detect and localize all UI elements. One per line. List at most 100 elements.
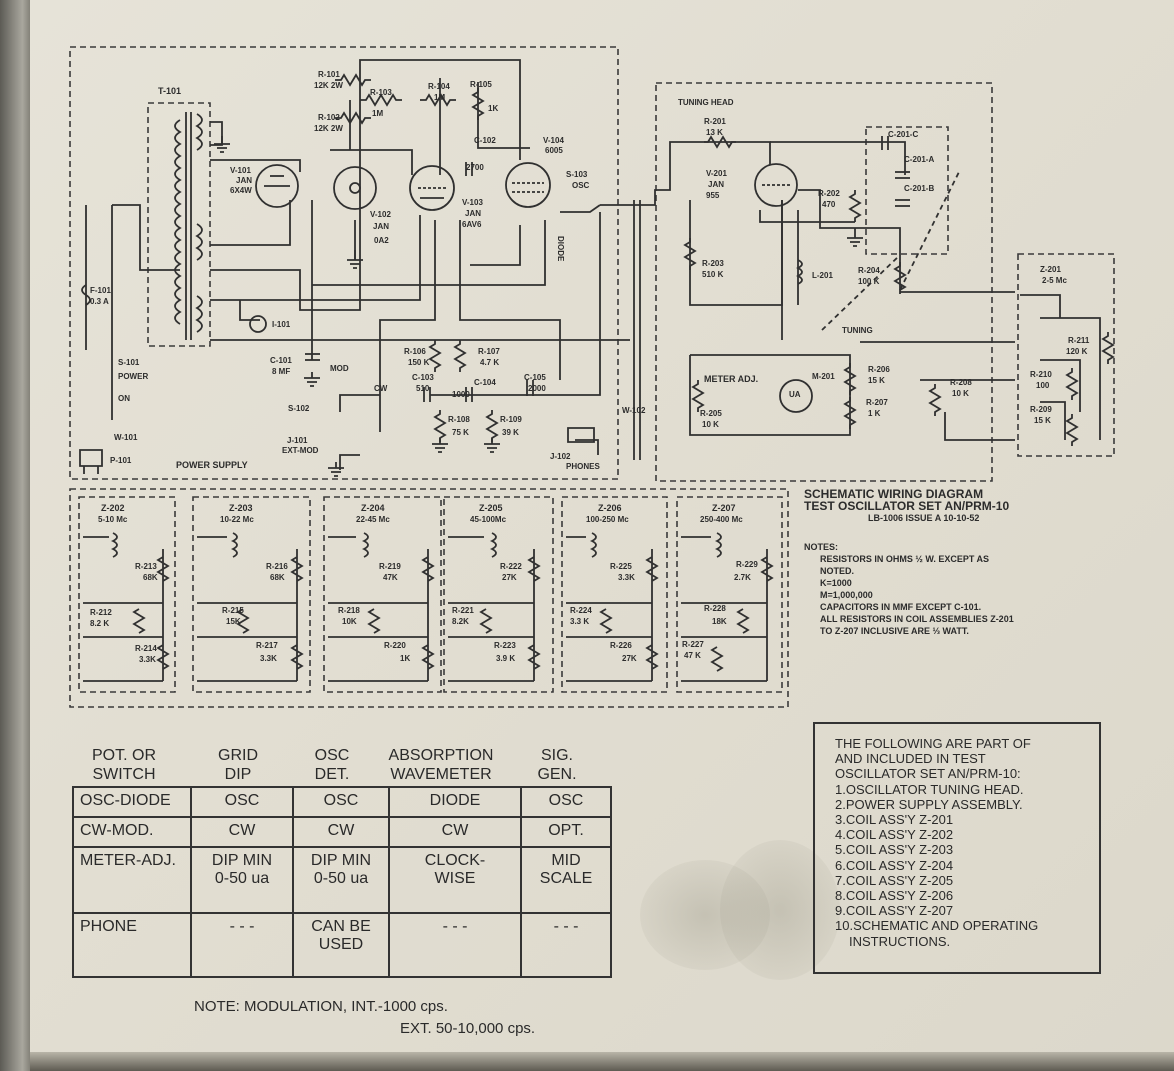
label-v101: V-101 <box>230 166 251 175</box>
label-c102: C-102 <box>474 136 496 145</box>
plug-p101 <box>79 449 103 474</box>
resistor-label: R-212 <box>90 608 112 617</box>
label-r101: R-101 <box>318 70 340 79</box>
parts-item: 1.OSCILLATOR TUNING HEAD. <box>835 781 1024 797</box>
label-c101-value: 8 MF <box>272 367 291 376</box>
table-row: PHONE - - - CAN BE USED - - - - - - <box>72 912 612 978</box>
coil-assemblies-enclosure <box>69 488 789 708</box>
label-r205: R-205 <box>700 409 722 418</box>
resistor-label: R-218 <box>338 606 360 615</box>
header-osc-det: OSC DET. <box>284 746 380 784</box>
header-line: GRID <box>218 747 258 764</box>
resistor-label: R-219 <box>379 562 401 571</box>
notes-block: NOTES: RESISTORS IN OHMS ½ W. EXCEPT AS … <box>804 541 1104 637</box>
label-c102-value: 2700 <box>466 163 484 172</box>
plate-bottom-edge <box>30 1052 1174 1071</box>
table-cell: OSC <box>190 786 294 818</box>
title-line-2: TEST OSCILLATOR SET AN/PRM-10 <box>804 499 1010 513</box>
label-z201-range: 2-5 Mc <box>1042 276 1067 285</box>
meter-face-ua: UA <box>789 390 801 399</box>
label-c105-value: 2000 <box>528 384 546 393</box>
header-line: DET. <box>314 766 350 783</box>
parts-intro-line: AND INCLUDED IN TEST <box>835 751 986 767</box>
table-cell: PHONE <box>72 912 192 978</box>
label-r211: R-211 <box>1068 336 1090 345</box>
table-cell: DIP MIN 0-50 ua <box>292 846 390 914</box>
tube-v103 <box>409 165 455 211</box>
stain <box>720 840 840 980</box>
coil-name: Z-204 <box>361 503 385 513</box>
label-r202: R-202 <box>818 189 840 198</box>
label-v102-type: 0A2 <box>374 236 389 245</box>
label-osc: OSC <box>572 181 590 190</box>
table-cell: OPT. <box>520 816 612 848</box>
notes-line: TO Z-207 INCLUSIVE ARE ⅓ WATT. <box>820 626 969 636</box>
label-r104: R-104 <box>428 82 450 91</box>
label-r205-value: 10 K <box>702 420 719 429</box>
label-power: POWER <box>118 372 149 381</box>
label-c104: C-104 <box>474 378 496 387</box>
label-r203-value: 510 K <box>702 270 724 279</box>
table-cell: - - - <box>388 912 522 978</box>
coil-assembly-wiring <box>83 532 774 682</box>
header-line: OSC <box>314 747 350 764</box>
resistor-label: R-215 <box>222 606 244 615</box>
coil-name: Z-202 <box>101 503 125 513</box>
tube-v101 <box>255 164 299 208</box>
resistor-value: 8.2K <box>452 617 469 626</box>
notes-line: RESISTORS IN OHMS ½ W. EXCEPT AS <box>820 554 990 564</box>
table-row: METER-ADJ. DIP MIN 0-50 ua DIP MIN 0-50 … <box>72 846 612 914</box>
label-v102: V-102 <box>370 210 391 219</box>
label-v101-jan: JAN <box>236 176 253 185</box>
z203-box <box>192 496 311 693</box>
resistor-value: 2.7K <box>734 573 751 582</box>
parts-item: 7.COIL ASS'Y Z-205 <box>835 872 954 888</box>
label-r209-value: 15 K <box>1034 416 1051 425</box>
tube-v201 <box>754 163 798 207</box>
label-v103: V-103 <box>462 198 483 207</box>
lamp-i101 <box>249 315 267 333</box>
transformer-t101 <box>147 102 211 347</box>
tuning-head-enclosure <box>655 82 993 482</box>
label-r210-value: 100 <box>1036 381 1050 390</box>
label-r206-value: 15 K <box>868 376 885 385</box>
notes-line: CAPACITORS IN MMF EXCEPT C-101. <box>820 602 982 612</box>
notes-heading: NOTES: <box>804 542 839 552</box>
label-v201: V-201 <box>706 169 727 178</box>
label-c104-value: 1000 <box>452 390 470 399</box>
c201-enclosure <box>865 126 949 255</box>
label-tuning-head: TUNING HEAD <box>678 98 734 107</box>
label-t101: T-101 <box>158 86 182 96</box>
table-cell: CAN BE USED <box>292 912 390 978</box>
label-c201c: C-201-C <box>888 130 919 139</box>
label-r105: R-105 <box>470 80 492 89</box>
resistor-label: R-229 <box>736 560 758 569</box>
label-f101-value: 0.3 A <box>90 297 109 306</box>
parts-item: 4.COIL ASS'Y Z-202 <box>835 827 954 843</box>
label-r207: R-207 <box>866 398 888 407</box>
resistor-value: 3.3K <box>139 655 156 664</box>
stain <box>640 860 770 970</box>
label-v103-type: 6AV6 <box>462 220 482 229</box>
z202-box <box>78 496 176 693</box>
label-meter-adj: METER ADJ. <box>704 374 759 384</box>
parts-intro: THE FOLLOWING ARE PART OF AND INCLUDED I… <box>835 736 1038 949</box>
resistor-label: R-220 <box>384 641 406 650</box>
label-r201: R-201 <box>704 117 726 126</box>
label-r106: R-106 <box>404 347 426 356</box>
label-r106-value: 150 K <box>408 358 430 367</box>
z207-box <box>676 496 783 693</box>
title-block: SCHEMATIC WIRING DIAGRAM TEST OSCILLATOR… <box>804 488 1104 524</box>
resistor-label: R-217 <box>256 641 278 650</box>
label-r208-value: 10 K <box>952 389 969 398</box>
label-r108-value: 75 K <box>452 428 469 437</box>
resistor-label: R-223 <box>494 641 516 650</box>
notes-line: M=1,000,000 <box>820 590 873 600</box>
label-c101: C-101 <box>270 356 292 365</box>
header-line: SWITCH <box>92 766 156 783</box>
table-cell: CW-MOD. <box>72 816 192 848</box>
resistor-label: R-224 <box>570 606 592 615</box>
header-grid-dip: GRID DIP <box>190 746 286 784</box>
metal-frame-edge <box>0 0 32 1071</box>
table-cell: OSC-DIODE <box>72 786 192 818</box>
